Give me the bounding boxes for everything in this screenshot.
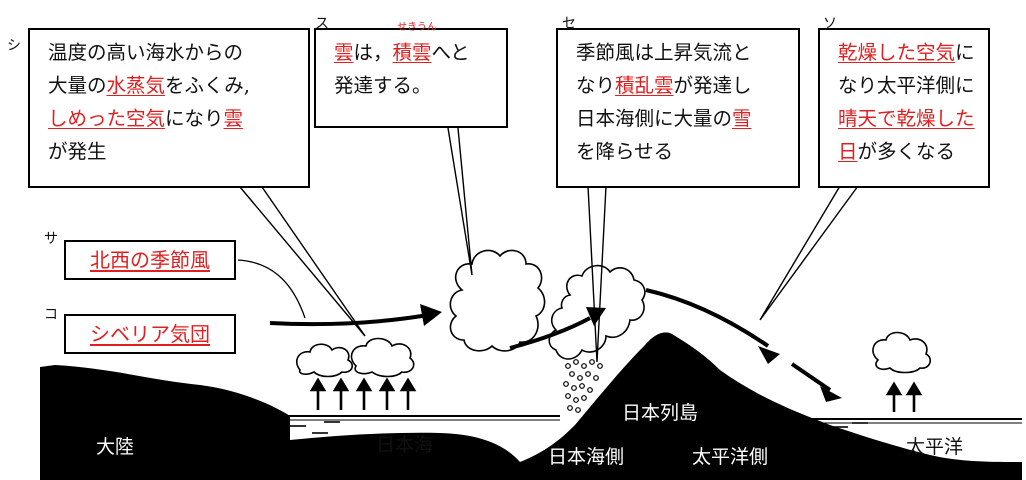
keyword-cumulus: 積雲 bbox=[392, 41, 432, 64]
keyword-cloud: 雲 bbox=[223, 107, 244, 130]
callout-so-line-3: 晴天で乾燥した bbox=[838, 102, 978, 135]
callout-shi-line-2: 大量の水蒸気をふくみ, bbox=[48, 69, 298, 102]
text: へと bbox=[431, 41, 470, 64]
ruby-reading: せきうん bbox=[397, 22, 437, 33]
text: をふくみ, bbox=[165, 74, 251, 97]
label-text: 北西の季節風 bbox=[90, 248, 210, 272]
callout-so-line-4: 日が多くなる bbox=[838, 135, 978, 168]
label-northwest-monsoon: 北西の季節風 bbox=[64, 240, 236, 280]
small-cloud-1 bbox=[295, 343, 354, 378]
keyword-cloud: 雲 bbox=[334, 41, 354, 64]
keyword-day: 日 bbox=[838, 140, 858, 163]
callout-so-line-2: なり太平洋側に bbox=[838, 74, 975, 97]
text: なり bbox=[576, 74, 616, 97]
keyword-clear-dry: 晴天で乾燥した bbox=[838, 107, 975, 130]
japan-mountain bbox=[520, 332, 1022, 480]
text: は， bbox=[353, 41, 393, 64]
wind-arrows bbox=[269, 288, 832, 392]
place-pacific-ocean: 太平洋 bbox=[906, 436, 964, 458]
callout-cumulonimbus: 季節風は上昇気流と なり積乱雲が発達し 日本海側に大量の雪 を降らせる bbox=[556, 28, 800, 188]
callout-se-line-4: を降らせる bbox=[576, 140, 674, 163]
callout-shi-line-3: しめった空気になり雲 bbox=[48, 102, 298, 135]
keyword-cumulonimbus: 積乱雲 bbox=[615, 74, 674, 97]
callout-shi-line-4: が発生 bbox=[48, 140, 107, 163]
callout-se-line-2: なり積乱雲が発達し bbox=[576, 69, 788, 102]
callout-se-line-1: 季節風は上昇気流と bbox=[576, 41, 752, 64]
vapor-arrows bbox=[309, 377, 923, 412]
keyword-moist-air: しめった空気 bbox=[48, 107, 166, 130]
text: 大量の bbox=[48, 74, 107, 97]
text: が発達し bbox=[673, 74, 752, 97]
marker-shi: シ bbox=[7, 38, 21, 54]
place-sea-of-japan-side: 日本海側 bbox=[548, 446, 625, 468]
cumulus-cloud bbox=[449, 249, 546, 352]
marker-ko: コ bbox=[44, 307, 58, 323]
keyword-water-vapor: 水蒸気 bbox=[106, 74, 166, 97]
marker-sa: サ bbox=[44, 231, 58, 247]
place-japan-islands: 日本列島 bbox=[622, 402, 699, 424]
callout-su-line-2: 発達する。 bbox=[334, 74, 432, 97]
continent-landmass bbox=[40, 365, 520, 480]
callout-se-line-3: 日本海側に大量の雪 bbox=[576, 102, 788, 135]
small-cloud-2 bbox=[350, 337, 415, 378]
label-siberian-airmass: シベリア気団 bbox=[64, 314, 236, 354]
text: に bbox=[955, 41, 975, 64]
text: になり bbox=[165, 107, 224, 130]
callout-dry-air: 乾燥した空気に なり太平洋側に 晴天で乾燥した 日が多くなる bbox=[818, 28, 990, 188]
place-pacific-side: 太平洋側 bbox=[692, 446, 769, 468]
label-leaders bbox=[237, 259, 306, 319]
snow-particles bbox=[563, 359, 603, 413]
callout-cumulus: 雲は，せきうん積雲へと 発達する。 bbox=[314, 23, 508, 128]
ruby-group: せきうん積雲 bbox=[392, 23, 437, 69]
callout-su-line-1: 雲は，せきうん積雲へと bbox=[334, 23, 496, 69]
label-text: シベリア気団 bbox=[90, 322, 210, 346]
keyword-snow: 雪 bbox=[732, 107, 752, 130]
callout-pointers bbox=[239, 127, 859, 363]
pacific-cloud bbox=[872, 331, 932, 374]
wind-arrowheads bbox=[420, 304, 842, 402]
keyword-dry-air: 乾燥した空気 bbox=[838, 41, 956, 64]
text: が多くなる bbox=[857, 140, 956, 163]
callout-evaporation: 温度の高い海水からの 大量の水蒸気をふくみ, しめった空気になり雲 が発生 bbox=[28, 28, 310, 188]
callout-so-line-1: 乾燥した空気に bbox=[838, 36, 978, 69]
clouds bbox=[295, 249, 932, 378]
callout-shi-line-1: 温度の高い海水からの bbox=[48, 41, 244, 64]
place-continent: 大陸 bbox=[96, 436, 135, 458]
text: 日本海側に大量の bbox=[576, 107, 733, 130]
place-sea-of-japan: 日本海 bbox=[376, 434, 434, 456]
